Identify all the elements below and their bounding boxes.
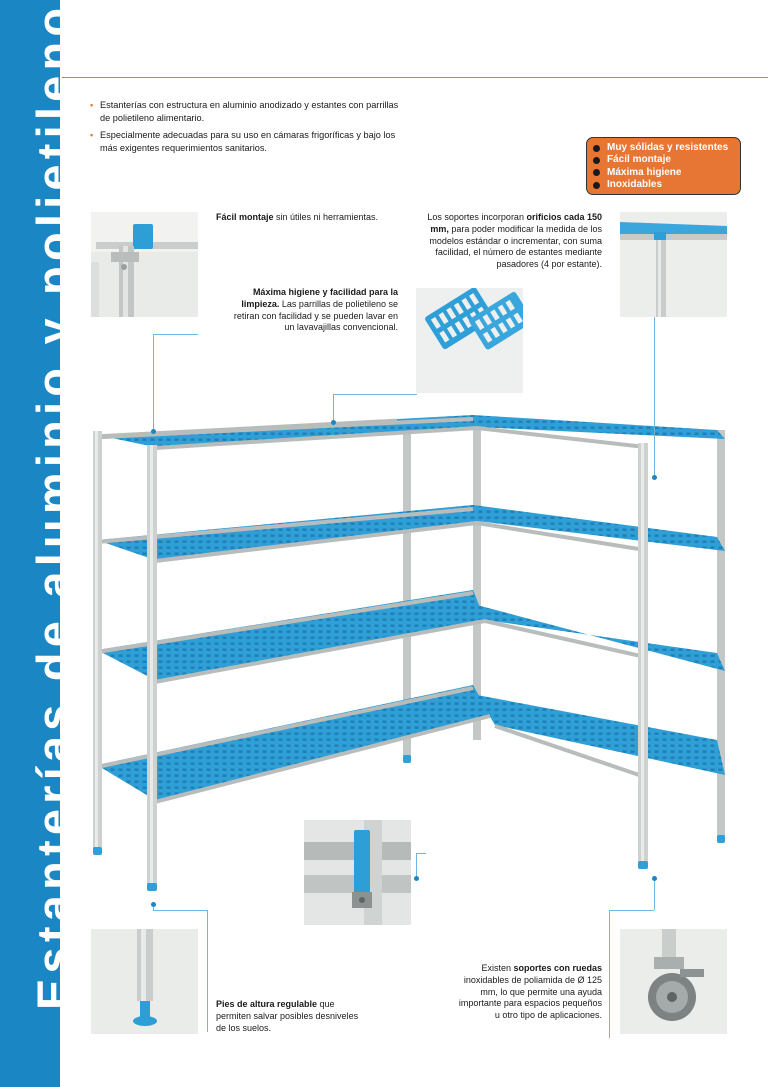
caption-text: Las parrillas de polietileno se retiran … [233,298,398,333]
caption-adjustable-feet: Pies de altura regulable que permiten sa… [216,999,368,1034]
caption-text: Los soportes incorporan [427,212,527,222]
bullet-dot-icon [593,156,600,164]
callout-line [416,853,426,854]
bracket-detail-image [304,820,411,925]
top-rule [62,77,768,78]
caption-bold: soportes con ruedas [513,963,602,973]
grille-detail-photo [416,288,523,393]
vertical-title: Estanterías de aluminio y polietileno [27,2,80,1010]
badge-item: Muy sólidas y resistentes [593,142,734,154]
callout-line [654,317,655,477]
callout-line [153,334,154,431]
sidebar-band: Estanterías de aluminio y polietileno [0,0,80,1087]
callout-line [654,878,655,910]
callout-line [416,853,417,878]
badge-item-label: Muy sólidas y resistentes [607,142,729,153]
callout-line [333,394,417,395]
badge-item-label: Fácil montaje [607,154,671,166]
intro-bullet: Estanterías con estructura en aluminio a… [90,99,408,124]
caption-text: sin útiles ni herramientas. [273,212,379,222]
callout-line [153,906,154,910]
bullet-dot-icon [593,181,600,189]
callout-line [609,910,610,1038]
badge-item: Inoxidables [593,179,734,191]
caption-text: para poder modificar la medida de los mo… [429,223,602,270]
intro-bullet: Especialmente adecuadas para su uso en c… [90,129,408,154]
callout-line [609,910,654,911]
caption-bold: Fácil montaje [216,212,274,222]
shelving-unit-illustration [93,415,725,891]
caption-bold: orificios cada 150 mm, [430,212,602,234]
joint-detail-photo [91,212,198,317]
callout-dot [414,876,419,881]
features-badge: Muy sólidas y resistentes Fácil montaje … [586,137,741,195]
adjustable-foot-photo [91,929,198,1034]
badge-item: Máxima higiene [593,167,734,179]
callout-dot [331,420,336,425]
grille-detail-image [416,288,523,393]
badge-item-label: Inoxidables [607,178,663,190]
badge-item-label: Máxima higiene [607,166,682,178]
callout-line [207,910,208,1032]
adjustable-foot-image [91,929,198,1034]
caption-text: inoxidables de poliamida de Ø 125 mm, lo… [458,974,602,1021]
bullet-dot-icon [593,169,600,177]
callout-dot [652,475,657,480]
callout-line [153,334,198,335]
caption-bold: Máxima higiene y facilidad para la limpi… [241,287,398,309]
callout-line [333,394,334,422]
intro-bullets: Estanterías con estructura en aluminio a… [90,99,408,159]
caption-text: que permiten salvar posibles desniveles … [216,999,359,1033]
upright-detail-photo [620,212,727,317]
upright-detail-image [620,212,727,317]
caption-easy-assembly: Fácil montaje sin útiles ni herramientas… [216,212,386,224]
badge-item: Fácil montaje [593,154,734,166]
caption-bold: Pies de altura regulable [216,999,318,1009]
castor-wheel-photo [620,929,727,1034]
callout-line [153,910,207,911]
caption-text: Existen [481,963,514,973]
bracket-detail-photo [304,820,411,925]
caption-holes: Los soportes incorporan orificios cada 1… [418,212,602,271]
callout-dot [151,902,156,907]
bullet-dot-icon [593,144,600,152]
castor-wheel-image [620,929,727,1034]
caption-castors: Existen soportes con ruedas inoxidables … [456,963,602,1022]
callout-dot [652,876,657,881]
joint-detail-image [91,212,198,317]
caption-hygiene: Máxima higiene y facilidad para la limpi… [230,287,398,334]
callout-dot [151,429,156,434]
